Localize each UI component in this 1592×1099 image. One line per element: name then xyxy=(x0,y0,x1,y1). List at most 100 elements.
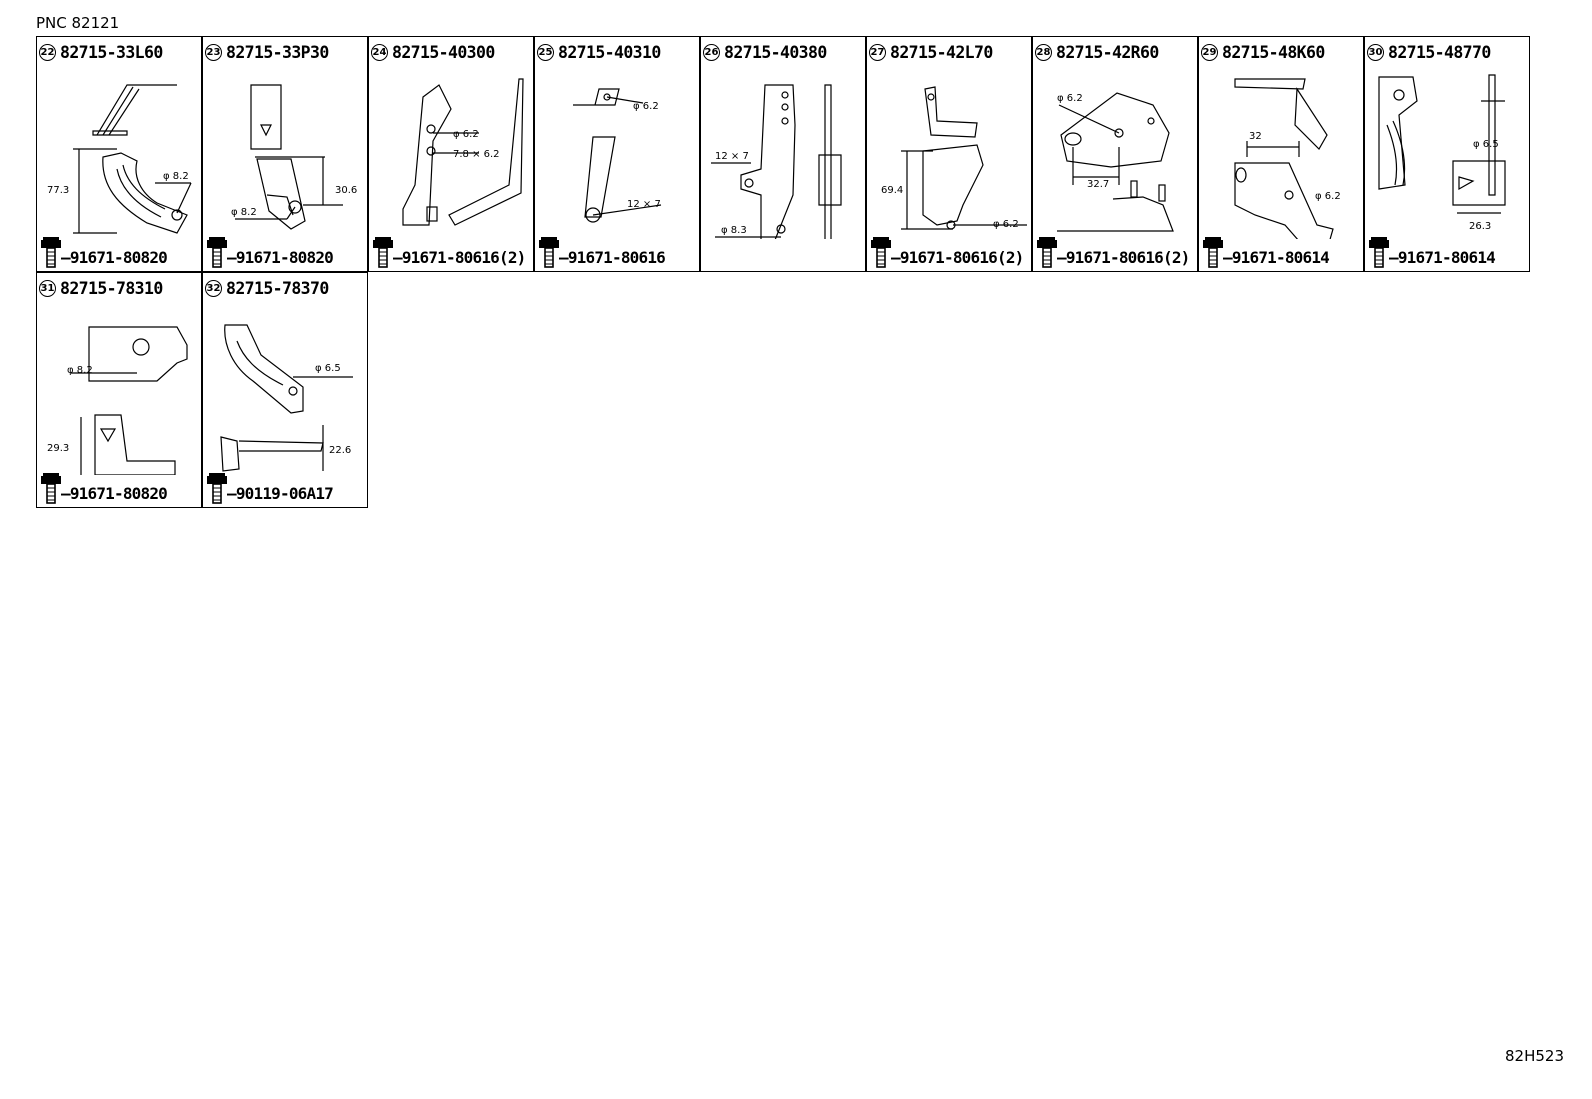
bracket-sketch: φ 6.2 32.7 xyxy=(1057,92,1174,232)
dimension-label: 77.3 xyxy=(47,185,69,196)
bolt-row: —91671-80616(2) xyxy=(869,234,1031,268)
bolt-row: —91671-80614 xyxy=(1201,234,1363,268)
part-number: 82715-40310 xyxy=(558,42,661,62)
bolt-part-number: —91671-80820 xyxy=(61,484,168,503)
bolt-icon xyxy=(41,473,61,504)
bracket-sketch: φ 6.2 7.8 × 6.2 xyxy=(402,78,524,226)
bracket-sketch: 12 × 7 φ 8.3 xyxy=(711,84,842,246)
bolt-icon xyxy=(1203,237,1223,268)
part-header: 27 82715-42L70 xyxy=(869,41,993,63)
bolt-part-number: —91671-80820 xyxy=(61,248,168,267)
bolt-row: —91671-80820 xyxy=(39,470,201,504)
bracket-sketch: φ 6.5 22.6 xyxy=(220,324,353,472)
bracket-sketch: 30.6 φ 8.2 xyxy=(231,84,357,230)
bracket-sketch: φ 6.2 12 × 7 xyxy=(573,88,662,223)
part-header: 24 82715-40300 xyxy=(371,41,495,63)
bolt-row: —90119-06A17 xyxy=(205,470,367,504)
bolt-part-number: —91671-80616(2) xyxy=(891,248,1024,267)
callout-number: 29 xyxy=(1201,43,1218,61)
dimension-label: 29.3 xyxy=(47,443,69,454)
bolt-icon xyxy=(1037,237,1057,268)
dimension-label: φ 6.5 xyxy=(1473,139,1499,150)
bolt-row: —91671-80820 xyxy=(205,234,367,268)
part-header: 29 82715-48K60 xyxy=(1201,41,1325,63)
callout-number: 30 xyxy=(1367,43,1384,61)
bolt-icon xyxy=(207,237,227,268)
dimension-label: 69.4 xyxy=(881,185,903,196)
bolt-row: —91671-80616(2) xyxy=(1035,234,1197,268)
part-number: 82715-42L70 xyxy=(890,42,993,62)
bolt-icon xyxy=(1369,237,1389,268)
part-cell: 32 82715-78370 φ 6.5 22.6 —90119-06A17 xyxy=(202,272,368,508)
callout-number: 25 xyxy=(537,43,554,61)
dimension-label: φ 6.2 xyxy=(453,129,479,140)
bolt-icon xyxy=(539,237,559,268)
pnc-label: PNC 82121 xyxy=(36,14,120,32)
bracket-sketch: φ 8.2 29.3 xyxy=(47,326,188,476)
dimension-label: φ 6.2 xyxy=(633,101,659,112)
part-drawing: φ 6.2 32.7 xyxy=(1033,65,1199,239)
callout-number: 31 xyxy=(39,279,56,297)
part-number: 82715-78370 xyxy=(226,278,329,298)
part-number: 82715-48770 xyxy=(1388,42,1491,62)
callout-number: 27 xyxy=(869,43,886,61)
part-number: 82715-40300 xyxy=(392,42,495,62)
bolt-icon xyxy=(41,237,61,268)
dimension-label: 30.6 xyxy=(335,185,357,196)
dimension-label: φ 8.2 xyxy=(231,207,257,218)
bolt-part-number: —91671-80616(2) xyxy=(393,248,526,267)
bolt-icon xyxy=(871,237,891,268)
part-drawing: 32 φ 6.2 xyxy=(1199,65,1365,244)
bolt-part-number: —91671-80616 xyxy=(559,248,666,267)
bolt-row: —91671-80616(2) xyxy=(371,234,533,268)
bracket-sketch: φ 6.5 26.3 xyxy=(1378,74,1506,232)
part-number: 82715-42R60 xyxy=(1056,42,1159,62)
dimension-label: 7.8 × 6.2 xyxy=(453,149,500,160)
part-header: 23 82715-33P30 xyxy=(205,41,329,63)
dimension-label: φ 6.2 xyxy=(993,219,1019,230)
dimension-label: φ 6.5 xyxy=(315,363,341,374)
dimension-label: 26.3 xyxy=(1469,221,1491,232)
dimension-label: φ 6.2 xyxy=(1057,93,1083,104)
callout-number: 32 xyxy=(205,279,222,297)
callout-number: 23 xyxy=(205,43,222,61)
part-number: 82715-78310 xyxy=(60,278,163,298)
part-number: 82715-33P30 xyxy=(226,42,329,62)
part-header: 25 82715-40310 xyxy=(537,41,661,63)
bracket-sketch: 32 φ 6.2 xyxy=(1234,78,1341,244)
bolt-row: —91671-80614 xyxy=(1367,234,1529,268)
part-cell: 24 82715-40300 φ 6.2 7.8 × 6.2 —91671-80… xyxy=(368,36,534,272)
part-header: 30 82715-48770 xyxy=(1367,41,1491,63)
part-cell: 22 82715-33L60 φ 8.2 77.3 —91671-80820 xyxy=(36,36,202,272)
dimension-label: 12 × 7 xyxy=(627,199,661,210)
part-drawing: φ 6.2 12 × 7 xyxy=(535,65,701,239)
part-cell: 29 82715-48K60 32 φ 6.2 —91671-80614 xyxy=(1198,36,1364,272)
bolt-row: —91671-80616 xyxy=(537,234,699,268)
callout-number: 22 xyxy=(39,43,56,61)
part-drawing: φ 6.5 22.6 xyxy=(203,301,369,475)
sheet-id: 82H523 xyxy=(1505,1047,1564,1065)
dimension-label: 22.6 xyxy=(329,445,351,456)
bolt-part-number: —91671-80616(2) xyxy=(1057,248,1190,267)
part-number: 82715-33L60 xyxy=(60,42,163,62)
bolt-part-number: —91671-80614 xyxy=(1223,248,1330,267)
part-number: 82715-40380 xyxy=(724,42,827,62)
part-drawing: φ 6.2 7.8 × 6.2 xyxy=(369,65,535,239)
dimension-label: φ 8.2 xyxy=(67,365,93,376)
bracket-sketch: 69.4 φ 6.2 xyxy=(881,86,1027,230)
bracket-sketch: φ 8.2 77.3 xyxy=(47,84,192,234)
part-drawing: 69.4 φ 6.2 xyxy=(867,65,1033,239)
part-cell: 27 82715-42L70 69.4 φ 6.2 —91671-80616(2… xyxy=(866,36,1032,272)
part-cell: 25 82715-40310 φ 6.2 12 × 7 —91671-80616 xyxy=(534,36,700,272)
part-drawing: φ 6.5 26.3 xyxy=(1365,65,1531,239)
part-header: 28 82715-42R60 xyxy=(1035,41,1159,63)
bolt-icon xyxy=(207,473,227,504)
part-cell: 23 82715-33P30 30.6 φ 8.2 —91671-80820 xyxy=(202,36,368,272)
dimension-label: 32.7 xyxy=(1087,179,1109,190)
dimension-label: φ 8.2 xyxy=(163,171,189,182)
dimension-label: φ 6.2 xyxy=(1315,191,1341,202)
part-drawing: 30.6 φ 8.2 xyxy=(203,65,369,239)
dimension-label: 32 xyxy=(1249,131,1262,142)
bolt-part-number: —90119-06A17 xyxy=(227,484,334,503)
callout-number: 26 xyxy=(703,43,720,61)
